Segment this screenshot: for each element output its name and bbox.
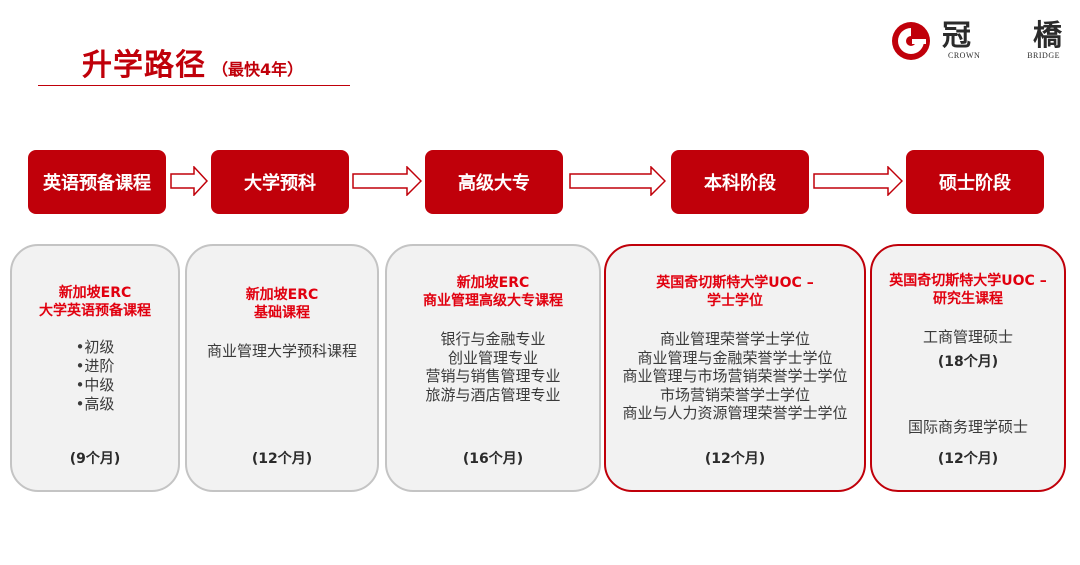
card-heading-line: 英国奇切斯特大学UOC – [889, 273, 1047, 289]
program-list: 银行与金融专业 创业管理专业 营销与销售管理专业 旅游与酒店管理专业 [387, 330, 599, 404]
program-card-foundation: 新加坡ERC 基础课程 商业管理大学预科课程 (12个月) [185, 244, 379, 492]
card-heading-line: 新加坡ERC [58, 285, 132, 301]
card-heading-line: 基础课程 [254, 305, 310, 321]
logo-en-word-1: CROWN [948, 51, 981, 60]
card-heading: 新加坡ERC 大学英语预备课程 [12, 284, 178, 320]
flow-arrow-icon [813, 166, 903, 196]
card-heading-line: 研究生课程 [933, 291, 1003, 307]
program-card-bachelor: 英国奇切斯特大学UOC – 学士学位 商业管理荣誉学士学位 商业管理与金融荣誉学… [604, 244, 866, 492]
logo-cn-char-1: 冠 [942, 18, 972, 52]
program-item: 商业管理与金融荣誉学士学位 [637, 348, 833, 367]
program-item: 商业与人力资源管理荣誉学士学位 [622, 404, 848, 422]
program-item: 营销与销售管理专业 [425, 367, 561, 385]
flow-arrow-icon [352, 166, 422, 196]
program-card-master: 英国奇切斯特大学UOC – 研究生课程 工商管理硕士 (18个月) 国际商务理学… [870, 244, 1066, 492]
stage-master: 硕士阶段 [906, 150, 1044, 214]
level-item: •进阶 [75, 357, 115, 375]
program-item-mba: 工商管理硕士 [922, 328, 1013, 346]
logo-en-word-2: BRIDGE [1027, 51, 1060, 60]
card-heading-line: 大学英语预备课程 [39, 303, 151, 319]
card-heading-line: 英国奇切斯特大学UOC – [656, 275, 814, 291]
program-list: 商业管理大学预科课程 [187, 342, 377, 361]
stage-foundation: 大学预科 [211, 150, 349, 214]
card-heading: 新加坡ERC 基础课程 [187, 286, 377, 322]
card-heading-line: 新加坡ERC [456, 275, 530, 291]
card-duration: (9个月) [69, 451, 121, 467]
program-card-english-prep: 新加坡ERC 大学英语预备课程 •初级 •进阶 •中级 •高级 (9个月) [10, 244, 180, 492]
program-item: 旅游与酒店管理专业 [425, 385, 561, 404]
level-item: •高级 [75, 395, 115, 413]
stage-english-prep: 英语预备课程 [28, 150, 166, 214]
card-heading: 英国奇切斯特大学UOC – 研究生课程 [872, 272, 1064, 308]
title-underline [38, 85, 350, 86]
page-title: 升学路径 （最快4年） [82, 40, 303, 84]
flow-arrow-icon [569, 166, 666, 196]
crown-bridge-logo: 冠 橋 CROWN BRIDGE [890, 16, 1065, 64]
program-item: 创业管理专业 [447, 348, 538, 367]
card-heading: 新加坡ERC 商业管理高级大专课程 [387, 274, 599, 310]
program-item-msc: 国际商务理学硕士 [907, 418, 1028, 436]
flow-arrow-icon [170, 166, 208, 196]
logo-english-text: CROWN BRIDGE [948, 51, 1060, 60]
program-item: 商业管理大学预科课程 [206, 342, 357, 360]
stage-higher-diploma: 高级大专 [425, 150, 563, 214]
logo-chinese-text: 冠 橋 [942, 18, 1062, 52]
card-heading-line: 新加坡ERC [245, 287, 319, 303]
level-item: •中级 [75, 376, 115, 394]
program-item: 商业管理荣誉学士学位 [659, 330, 810, 348]
card-duration: (12个月) [704, 451, 766, 467]
card-heading-line: 学士学位 [707, 293, 763, 309]
program-item: 商业管理与市场营销荣誉学士学位 [622, 367, 848, 385]
program-item: 银行与金融专业 [440, 330, 546, 348]
card-duration: (12个月) [937, 451, 999, 467]
level-list: •初级 •进阶 •中级 •高级 [12, 338, 178, 414]
stage-bachelor: 本科阶段 [671, 150, 809, 214]
card-duration: (16个月) [462, 451, 524, 467]
crown-bridge-logo-mark-icon [892, 22, 930, 60]
program-item: 市场营销荣誉学士学位 [659, 385, 810, 404]
program-list: 商业管理荣誉学士学位 商业管理与金融荣誉学士学位 商业管理与市场营销荣誉学士学位… [606, 330, 864, 423]
card-heading-line: 商业管理高级大专课程 [423, 293, 563, 309]
page-title-subtitle: （最快4年） [212, 60, 304, 79]
program-card-higher-diploma: 新加坡ERC 商业管理高级大专课程 银行与金融专业 创业管理专业 营销与销售管理… [385, 244, 601, 492]
card-heading: 英国奇切斯特大学UOC – 学士学位 [606, 274, 864, 310]
logo-cn-char-2: 橋 [1032, 18, 1062, 52]
level-item: •初级 [75, 338, 115, 356]
page-title-main: 升学路径 [82, 48, 206, 83]
card-duration: (12个月) [251, 451, 313, 467]
program-duration-mba: (18个月) [937, 354, 999, 370]
